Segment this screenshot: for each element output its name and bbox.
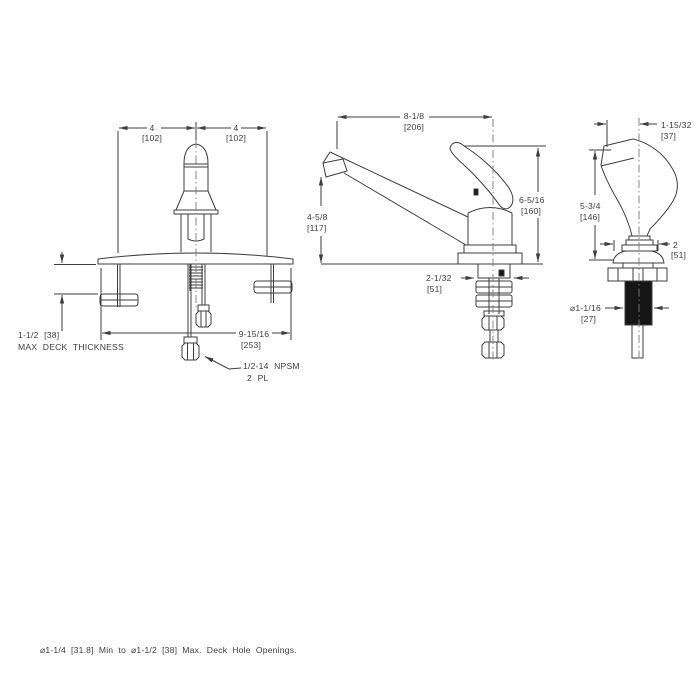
deck-plate-front — [97, 252, 294, 265]
front-dim-spread-mm: [253] — [241, 340, 261, 350]
npsm-callout: 1/2-14 NPSM 2 PL — [204, 356, 300, 383]
mounting-clamp-left — [99, 264, 139, 307]
front-dim-right-mm: [102] — [226, 133, 246, 143]
spray-dim-base: 2 [51] — [600, 240, 686, 260]
front-dim-hole-spacing: 4 [102] 4 [102] — [119, 123, 266, 143]
mounting-clamp-right — [253, 264, 293, 303]
side-dim-clamp-inches: 2-1/32 — [426, 273, 452, 283]
deck-thickness-value: 1-1/2 [38] — [18, 330, 59, 340]
spray-dim-offset-mm: [37] — [661, 131, 676, 141]
spray-view: 1-15/32 [37] 5 — [570, 118, 692, 360]
aerator-tip — [322, 158, 348, 178]
side-dim-spout-inches: 4-5/8 — [307, 212, 328, 222]
spray-dim-height-inches: 5-3/4 — [580, 201, 601, 211]
side-dim-reach-inches: 8-1/8 — [404, 111, 425, 121]
spray-escutcheon-dome — [612, 250, 665, 264]
spray-head — [600, 138, 678, 237]
spray-base-hardware — [607, 235, 668, 359]
spray-dim-height: 5-3/4 [146] — [580, 149, 614, 261]
side-dim-clamp-width: 2-1/32 [51] — [426, 273, 529, 294]
front-dim-left-inches: 4 — [150, 123, 155, 133]
spray-hose-tube — [631, 324, 644, 359]
front-dim-spread-inches: 9-15/16 — [239, 329, 270, 339]
front-view: 4 [102] 4 [102] — [18, 122, 300, 383]
supply-tube-short — [195, 264, 212, 328]
spray-dim-offset-inches: 1-15/32 — [661, 120, 692, 130]
spray-dim-offset: 1-15/32 [37] — [594, 120, 692, 147]
front-dim-deck-thickness: 1-1/2 [38] MAX DECK THICKNESS — [18, 252, 124, 352]
front-dim-left-mm: [102] — [142, 133, 162, 143]
side-dim-spout-height: 4-5/8 [117] — [307, 177, 328, 263]
side-dim-clamp-mm: [51] — [427, 284, 442, 294]
side-dim-height-inches: 6-5/16 — [519, 195, 545, 205]
spray-lock-nut — [607, 267, 668, 282]
npsm-note-line1: 1/2-14 NPSM — [243, 361, 300, 371]
deck-thickness-label: MAX DECK THICKNESS — [18, 342, 124, 352]
shank-set-screw — [498, 269, 505, 277]
spout-side — [322, 151, 469, 246]
below-deck-hardware-side — [475, 263, 513, 359]
side-dim-spout-mm: [117] — [307, 223, 326, 233]
spray-dim-shank-inches: ⌀1-1/16 — [570, 303, 601, 313]
spray-shank-black — [624, 280, 653, 326]
spray-dim-shank-mm: [27] — [581, 314, 596, 324]
handle-set-screw — [473, 188, 479, 196]
side-view: 8-1/8 [206] — [307, 111, 546, 360]
side-dim-height-mm: [160] — [521, 206, 541, 216]
side-dim-reach: 8-1/8 [206] — [336, 111, 492, 149]
deck-hole-footnote: ⌀1-1/4 [31.8] Min to ⌀1-1/2 [38] Max. De… — [40, 645, 297, 655]
faucet-body-side — [321, 207, 543, 265]
lever-handle-side — [449, 142, 514, 210]
front-dim-right-inches: 4 — [234, 123, 239, 133]
spray-dim-shank-diameter: ⌀1-1/16 [27] — [570, 303, 669, 324]
front-dim-spread: 9-15/16 [253] — [102, 329, 290, 350]
spray-dim-base-inches: 2 — [673, 240, 678, 250]
side-dim-overall-height: 6-5/16 [160] — [464, 145, 546, 262]
side-dim-reach-mm: [206] — [404, 122, 424, 132]
npsm-note-line2: 2 PL — [247, 373, 268, 383]
front-extension-lines — [54, 122, 292, 340]
supply-tube-long — [181, 264, 200, 361]
spray-dim-height-mm: [146] — [580, 212, 600, 222]
spray-dim-base-mm: [51] — [671, 250, 686, 260]
